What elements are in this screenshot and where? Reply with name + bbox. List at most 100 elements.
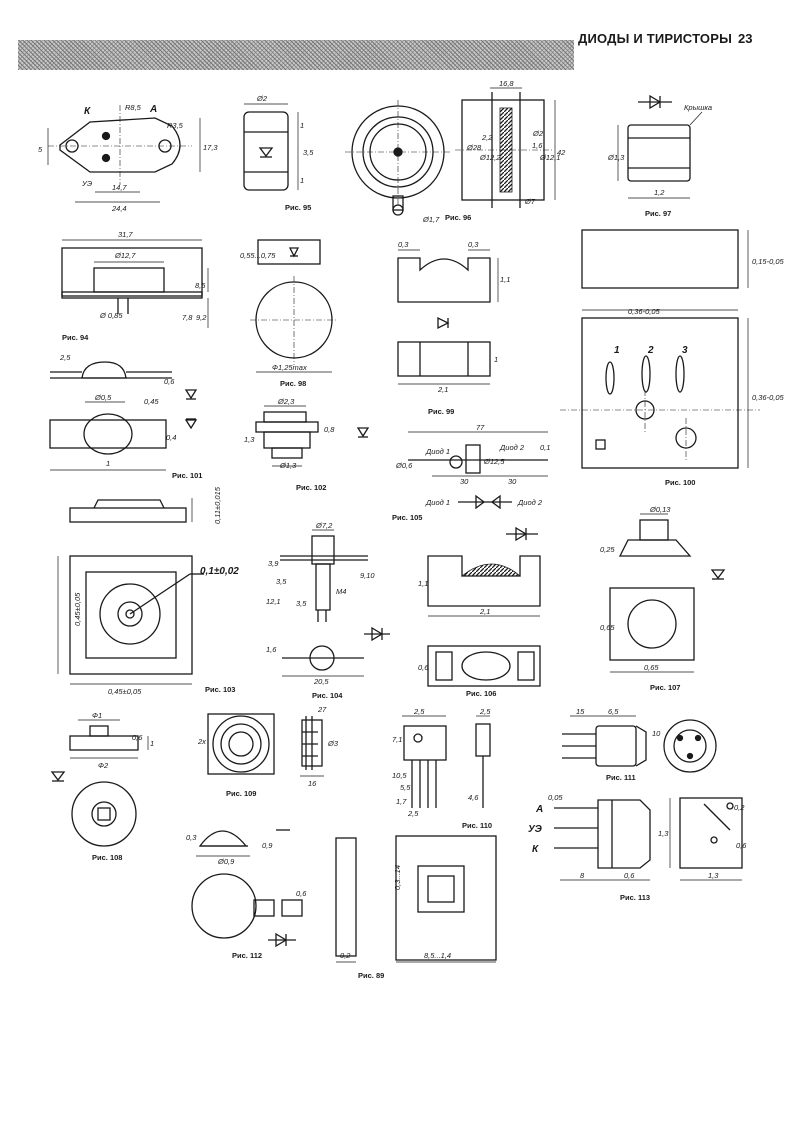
fig112-caption: Рис. 112 — [232, 951, 262, 960]
fig113-dim-06: 0,6 — [624, 871, 635, 880]
fig104-caption: Рис. 104 — [312, 691, 343, 700]
fig96-caption: Рис. 96 — [445, 213, 471, 222]
figure-104: Ø7,2 3,9 3,5 12,1 3,5 M4 9,10 1,6 20,5 Р… — [266, 521, 390, 700]
fig110-dim-25b: 2,5 — [407, 809, 419, 818]
figure-109: 27 2x 16 Ø3 Рис. 109 — [197, 705, 339, 798]
fig96-dim-22: 2,2 — [481, 133, 493, 142]
fig97-dim-12: 1,2 — [654, 188, 665, 197]
fig108-top — [71, 781, 137, 847]
fig96-dim-42: 42 — [557, 148, 566, 157]
fig103-dim-height: 0,45±0,05 — [73, 592, 82, 626]
fig100-pin-3: 3 — [682, 345, 688, 356]
fig105-label-diode2-top: Диод 2 — [499, 443, 525, 452]
fig96-dim-d122: Ø12,2 — [479, 153, 501, 162]
fig103-dim-thickness: 0,11±0,015 — [213, 486, 222, 524]
fig101-dim-04: 0,4 — [166, 433, 176, 442]
header-hatched-bar — [18, 40, 574, 70]
fig106-dim-06: 0,6 — [418, 663, 429, 672]
figure-105: 77 Ø0,6 Ø12,5 30 30 0,1 Диод 1 Диод 2 Ди… — [392, 423, 550, 522]
figure-99: 0,3 0,3 1,1 1 2,1 Рис. 99 — [397, 240, 510, 416]
fig103-dim-width: 0,45±0,05 — [108, 687, 142, 696]
fig105-dim-30a: 30 — [460, 477, 469, 486]
fig112-side — [198, 830, 248, 847]
section-title: ДИОДЫ И ТИРИСТОРЫ — [578, 31, 732, 46]
fig107-top — [609, 587, 695, 661]
fig97-label-cap: Крышка — [684, 103, 712, 112]
fig105-dim-d125: Ø12,5 — [483, 457, 505, 466]
figure-106: 1,1 2,1 0,6 Рис. 106 — [418, 526, 541, 698]
fig107-dim-065b: 0,65 — [644, 663, 659, 672]
fig98-caption: Рис. 98 — [280, 379, 306, 388]
figure-96: 16,8 Ø28 Ø12,2 2,2 Ø2 1,6 Ø12,1 42 Ø1,7 … — [345, 79, 566, 224]
fig93-dim-244: 24,4 — [111, 204, 127, 213]
figure-113: А УЭ К 0,05 8 0,6 1,3 1,3 0,2 0,6 Рис. 1… — [528, 793, 747, 902]
fig102-cap — [263, 411, 307, 423]
figure-108: Ф1 Ф2 0,6 1 Рис. 108 — [50, 711, 154, 862]
fig113-dim-06b: 0,6 — [736, 841, 747, 850]
fig100-dim-thickness: 0,15-0,05 — [752, 257, 785, 266]
fig110-dim-46: 4,6 — [468, 793, 479, 802]
fig112-dim-d09: Ø0,9 — [217, 857, 235, 866]
fig104-dim-121: 12,1 — [266, 597, 281, 606]
fig105-label-diode1-top: Диод 1 — [425, 447, 450, 456]
fig94-dim-d127: Ø12,7 — [114, 251, 136, 260]
figure-102: Ø2,3 0,8 1,3 Ø1,3 Рис. 102 — [244, 397, 370, 492]
fig99-dim-1: 1 — [494, 355, 498, 364]
fig97-caption: Рис. 97 — [645, 209, 671, 218]
fig96-dim-d17: Ø1,7 — [422, 215, 440, 224]
fig108-caption: Рис. 108 — [92, 853, 122, 862]
fig106-bottom — [427, 645, 541, 687]
fig103-caption: Рис. 103 — [205, 685, 235, 694]
fig100-dim-height: 0,36-0,05 — [752, 393, 785, 402]
fig103-dim-hole: 0,1±0,02 — [200, 566, 239, 577]
fig104-bottom-body — [309, 645, 335, 671]
fig95-diode-symbol — [258, 147, 274, 158]
fig94-dim-85: 8,5 — [195, 281, 206, 290]
fig100-pin-2: 2 — [647, 345, 654, 356]
fig96-dim-168: 16,8 — [499, 79, 514, 88]
fig106-caption: Рис. 106 — [466, 689, 496, 698]
figure-111: 15 6,5 10 Рис. 111 — [562, 707, 717, 782]
fig96-dim-d28: Ø28 — [466, 143, 482, 152]
fig110-dim-105: 10,5 — [392, 771, 407, 780]
fig110-dim-25c: 2,5 — [479, 707, 491, 716]
fig93-dim-r85: R8,5 — [125, 103, 142, 112]
fig105-caption: Рис. 105 — [392, 513, 422, 522]
fig96-dim-d121: Ø12,1 — [539, 153, 560, 162]
fig108-dim-f1: Ф1 — [92, 711, 102, 720]
fig100-side — [581, 229, 739, 289]
figure-89: 8,5...1,4 0,2 0,3...14 Рис. 89 — [335, 835, 497, 980]
fig101-dim-1: 1 — [106, 459, 110, 468]
fig96-dim-16: 1,6 — [532, 141, 543, 150]
fig106-dim-21: 2,1 — [479, 607, 490, 616]
fig113-dim-13a: 1,3 — [658, 829, 669, 838]
fig111-top-view — [663, 719, 717, 773]
fig107-dim-d013: Ø0,13 — [649, 505, 671, 514]
fig109-dim-2x: 2x — [197, 737, 206, 746]
fig102-caption: Рис. 102 — [296, 483, 326, 492]
fig101-dim-06: 0,6 — [164, 377, 175, 386]
fig112-dim-03: 0,3 — [186, 833, 197, 842]
fig108-dim-1: 1 — [150, 739, 154, 748]
fig113-dim-8: 8 — [580, 871, 585, 880]
fig95-caption: Рис. 95 — [285, 203, 311, 212]
fig89-dim-thickness: 0,2 — [340, 951, 351, 960]
fig113-body — [597, 799, 651, 869]
fig111-caption: Рис. 111 — [606, 773, 636, 782]
fig100-contact-1 — [605, 361, 615, 395]
fig101-dim-25: 2,5 — [59, 353, 71, 362]
fig111-dim-65: 6,5 — [608, 707, 619, 716]
fig95-dim-35: 3,5 — [303, 148, 314, 157]
fig105-dim-01: 0,1 — [540, 443, 550, 452]
fig111-dim-15: 15 — [576, 707, 585, 716]
fig93-dim-173: 17,3 — [203, 143, 218, 152]
fig99-top — [397, 257, 491, 303]
fig103-frame-outer — [69, 555, 193, 675]
fig105-dim-77: 77 — [476, 423, 485, 432]
fig105-label-diode1-bottom: Диод 1 — [425, 498, 450, 507]
fig102-dim-13: 1,3 — [244, 435, 255, 444]
fig99-caption: Рис. 99 — [428, 407, 454, 416]
fig93-pin-a-label: А — [149, 104, 157, 115]
fig89-dim-height: 0,3...14 — [393, 865, 402, 890]
fig110-side — [475, 723, 491, 757]
